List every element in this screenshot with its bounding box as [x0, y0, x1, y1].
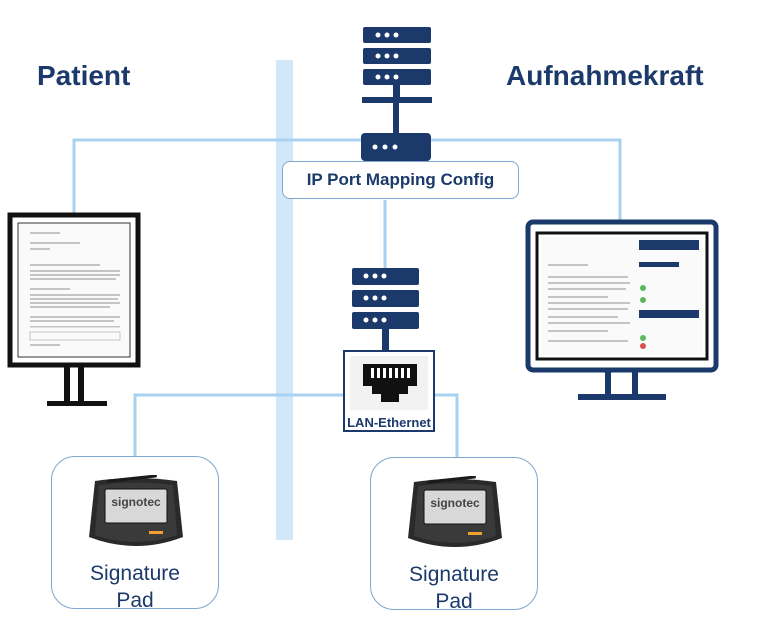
signature-pad-card: signotec Signature Pad — [370, 457, 538, 613]
patient-heading: Patient — [37, 60, 131, 91]
pad-brand-logo: signotec — [430, 496, 480, 510]
monitor-icon — [7, 212, 141, 406]
pad-label-line2: Pad — [116, 589, 154, 612]
divider-band — [276, 60, 293, 540]
ip-port-mapping-box: IP Port Mapping Config — [282, 161, 519, 199]
pad-brand-logo: signotec — [111, 495, 161, 509]
lan-ethernet-label: LAN-Ethernet — [347, 415, 431, 430]
pad-label-line1: Signature — [409, 563, 499, 586]
server-rack-icon — [362, 27, 432, 133]
monitor-icon — [525, 219, 719, 400]
server-rack-icon — [352, 268, 419, 351]
signature-pad-icon: signotec — [89, 475, 183, 546]
staff-heading: Aufnahmekraft — [506, 60, 704, 91]
connection-lines — [72, 138, 622, 458]
pad-label-line1: Signature — [90, 562, 180, 585]
ethernet-port-icon — [343, 350, 435, 432]
signature-pad-icon: signotec — [408, 476, 502, 547]
router-icon — [361, 133, 431, 161]
pad-label-line2: Pad — [435, 590, 473, 613]
signature-pad-card: signotec Signature Pad — [51, 456, 219, 612]
